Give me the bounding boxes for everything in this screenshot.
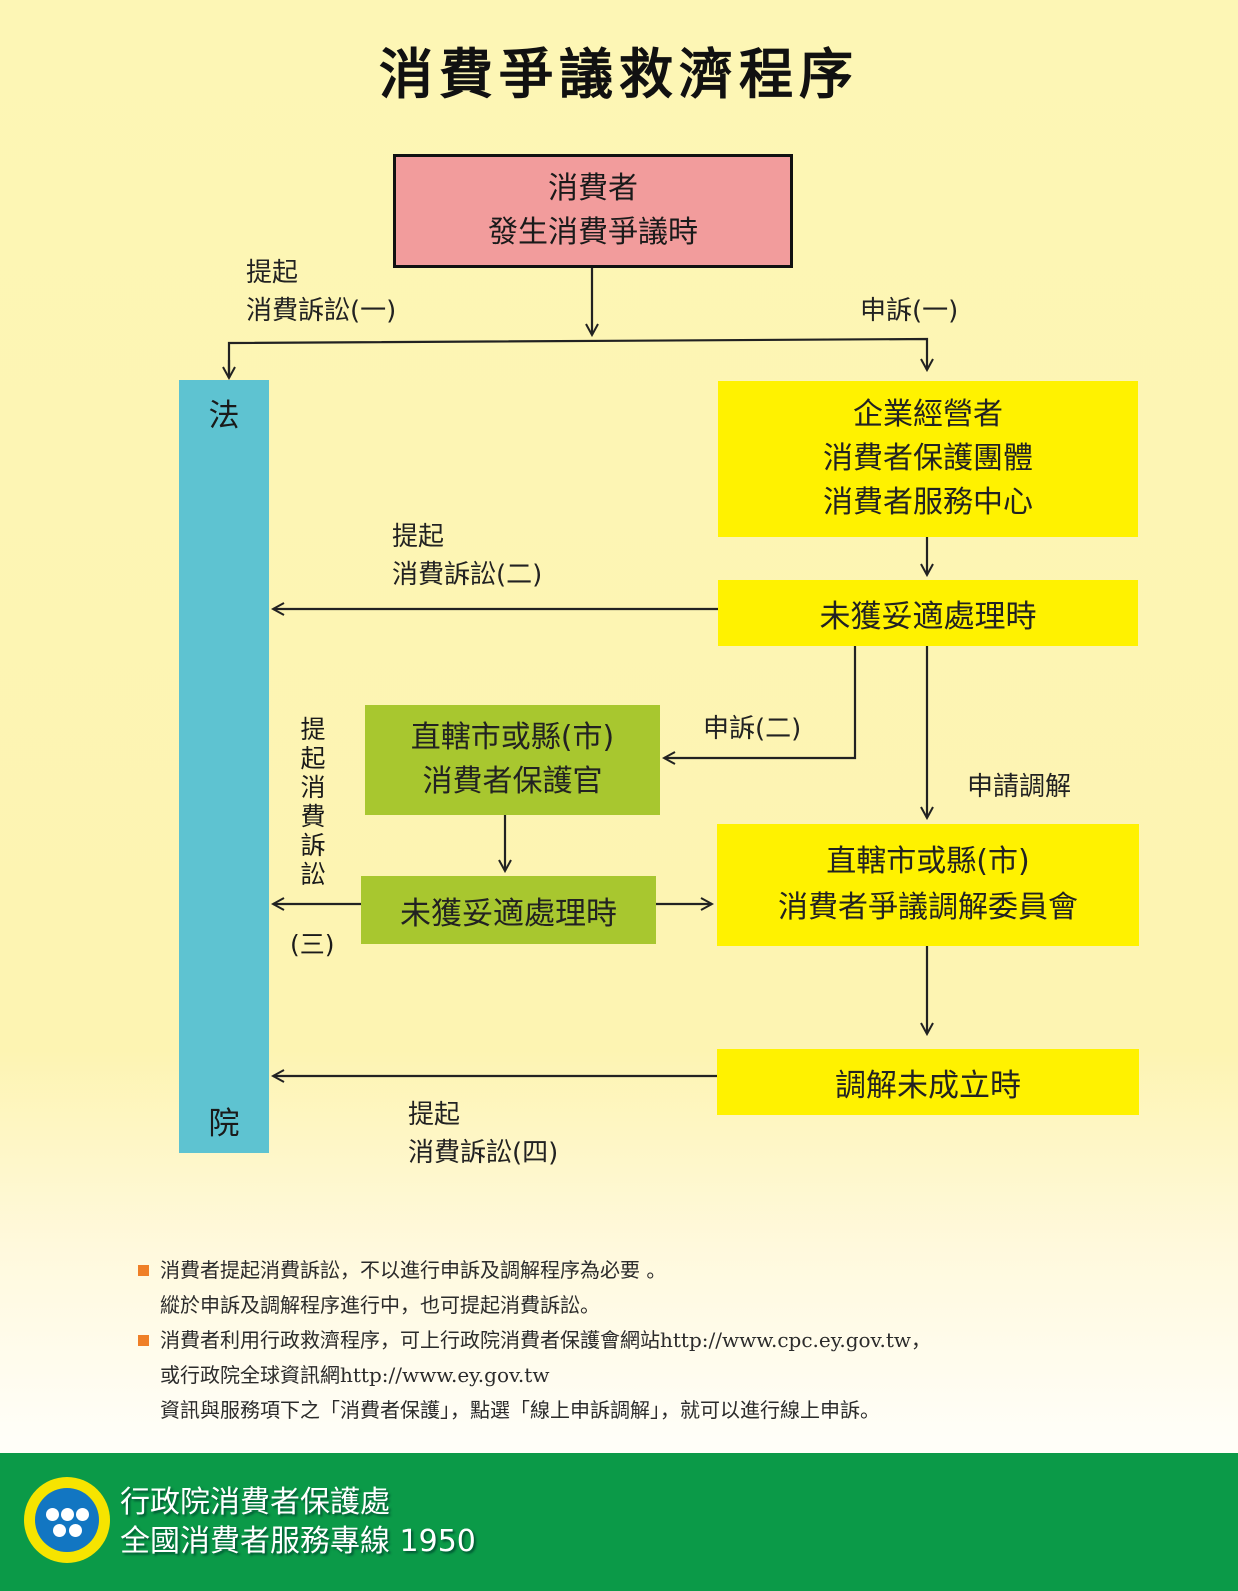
business-line-2: 消費者保護團體 — [823, 441, 1033, 476]
note-2-line-1: 消費者利用行政救濟程序，可上行政院消費者保護會網站http://www.cpc.… — [160, 1328, 931, 1352]
mediation-line-1: 直轄市或縣(市) — [826, 844, 1030, 879]
unresolved-box-1: 未獲妥適處理時 — [718, 580, 1138, 646]
arrow-split-branch — [227, 337, 927, 378]
label-lawsuit-3-char-3: 消 — [300, 773, 326, 802]
label-lawsuit-1: 提起 消費訴訟(一) — [246, 254, 396, 330]
business-box: 企業經營者 消費者保護團體 消費者服務中心 — [718, 381, 1138, 537]
business-line-3: 消費者服務中心 — [823, 485, 1033, 520]
officer-line-2: 消費者保護官 — [422, 764, 603, 799]
footer-text: 行政院消費者保護處 全國消費者服務專線 1950 — [120, 1483, 476, 1561]
label-lawsuit-4-line-1: 提起 — [408, 1100, 461, 1130]
start-box: 消費者 發生消費爭議時 — [393, 154, 793, 268]
note-item-1: 消費者提起消費訴訟，不以進行申訴及調解程序為必要 。 縱於申訴及調解程序進行中，… — [138, 1253, 1198, 1323]
label-lawsuit-4: 提起 消費訴訟(四) — [408, 1096, 558, 1172]
label-lawsuit-2-line-1: 提起 — [392, 522, 445, 552]
note-2-line-2: 或行政院全球資訊網http://www.ey.gov.tw — [160, 1363, 550, 1387]
note-1-line-2: 縱於申訴及調解程序進行中，也可提起消費訴訟。 — [160, 1293, 600, 1317]
label-lawsuit-3-char-6: 訟 — [300, 860, 326, 889]
arrow-complaint-2 — [664, 646, 857, 758]
page-title: 消費爭議救濟程序 — [379, 43, 859, 106]
label-lawsuit-4-line-2: 消費訴訟(四) — [408, 1138, 559, 1168]
mediation-box: 直轄市或縣(市) 消費者爭議調解委員會 — [717, 824, 1139, 946]
court-box: 法 院 — [179, 380, 269, 1153]
footer-org: 行政院消費者保護處 — [120, 1485, 390, 1520]
label-complaint-1: 申訴(一) — [860, 296, 959, 326]
consumer-protection-logo-icon — [24, 1477, 110, 1563]
notes-section: 消費者提起消費訴訟，不以進行申訴及調解程序為必要 。 縱於申訴及調解程序進行中，… — [138, 1253, 1198, 1428]
note-item-2: 消費者利用行政救濟程序，可上行政院消費者保護會網站http://www.cpc.… — [138, 1323, 1198, 1428]
label-lawsuit-2-line-2: 消費訴訟(二) — [392, 560, 543, 590]
mediation-line-2: 消費者爭議調解委員會 — [778, 890, 1078, 925]
footer-hotline: 全國消費者服務專線 1950 — [120, 1524, 476, 1559]
label-lawsuit-2: 提起 消費訴訟(二) — [392, 518, 542, 594]
start-line-1: 消費者 — [548, 171, 638, 206]
unresolved-box-2: 未獲妥適處理時 — [361, 876, 656, 944]
label-lawsuit-3-char-5: 訴 — [300, 831, 326, 860]
mediation-failed-box: 調解未成立時 — [717, 1049, 1139, 1115]
label-complaint-2: 申訴(二) — [703, 714, 802, 744]
start-line-2: 發生消費爭議時 — [488, 215, 698, 250]
court-label-bottom: 院 — [208, 1106, 240, 1142]
label-lawsuit-3-char-1: 提 — [300, 715, 326, 744]
business-line-1: 企業經營者 — [853, 397, 1003, 432]
label-apply-mediation: 申請調解 — [967, 772, 1072, 802]
court-label-top: 法 — [208, 398, 240, 434]
label-lawsuit-3-number: (三) — [290, 930, 335, 959]
label-lawsuit-3-char-2: 起 — [300, 744, 326, 773]
note-1-line-1: 消費者提起消費訴訟，不以進行申訴及調解程序為必要 。 — [160, 1258, 667, 1282]
unresolved-1-text: 未獲妥適處理時 — [819, 598, 1037, 635]
orange-square-bullet-icon — [138, 1335, 149, 1346]
label-lawsuit-3-vertical: 提 起 消 費 訴 訟 — [296, 715, 330, 889]
footer-bar: 行政院消費者保護處 全國消費者服務專線 1950 — [0, 1453, 1238, 1591]
label-lawsuit-1-line-1: 提起 — [246, 258, 299, 288]
orange-square-bullet-icon — [138, 1265, 149, 1276]
note-2-line-3: 資訊與服務項下之「消費者保護」，點選「線上申訴調解」，就可以進行線上申訴。 — [160, 1398, 880, 1422]
unresolved-2-text: 未獲妥適處理時 — [400, 895, 617, 932]
officer-box: 直轄市或縣(市) 消費者保護官 — [365, 705, 660, 815]
label-lawsuit-1-line-2: 消費訴訟(一) — [246, 296, 397, 326]
officer-line-1: 直轄市或縣(市) — [410, 720, 615, 755]
label-lawsuit-3-char-4: 費 — [300, 802, 326, 831]
mediation-failed-text: 調解未成立時 — [835, 1067, 1021, 1104]
